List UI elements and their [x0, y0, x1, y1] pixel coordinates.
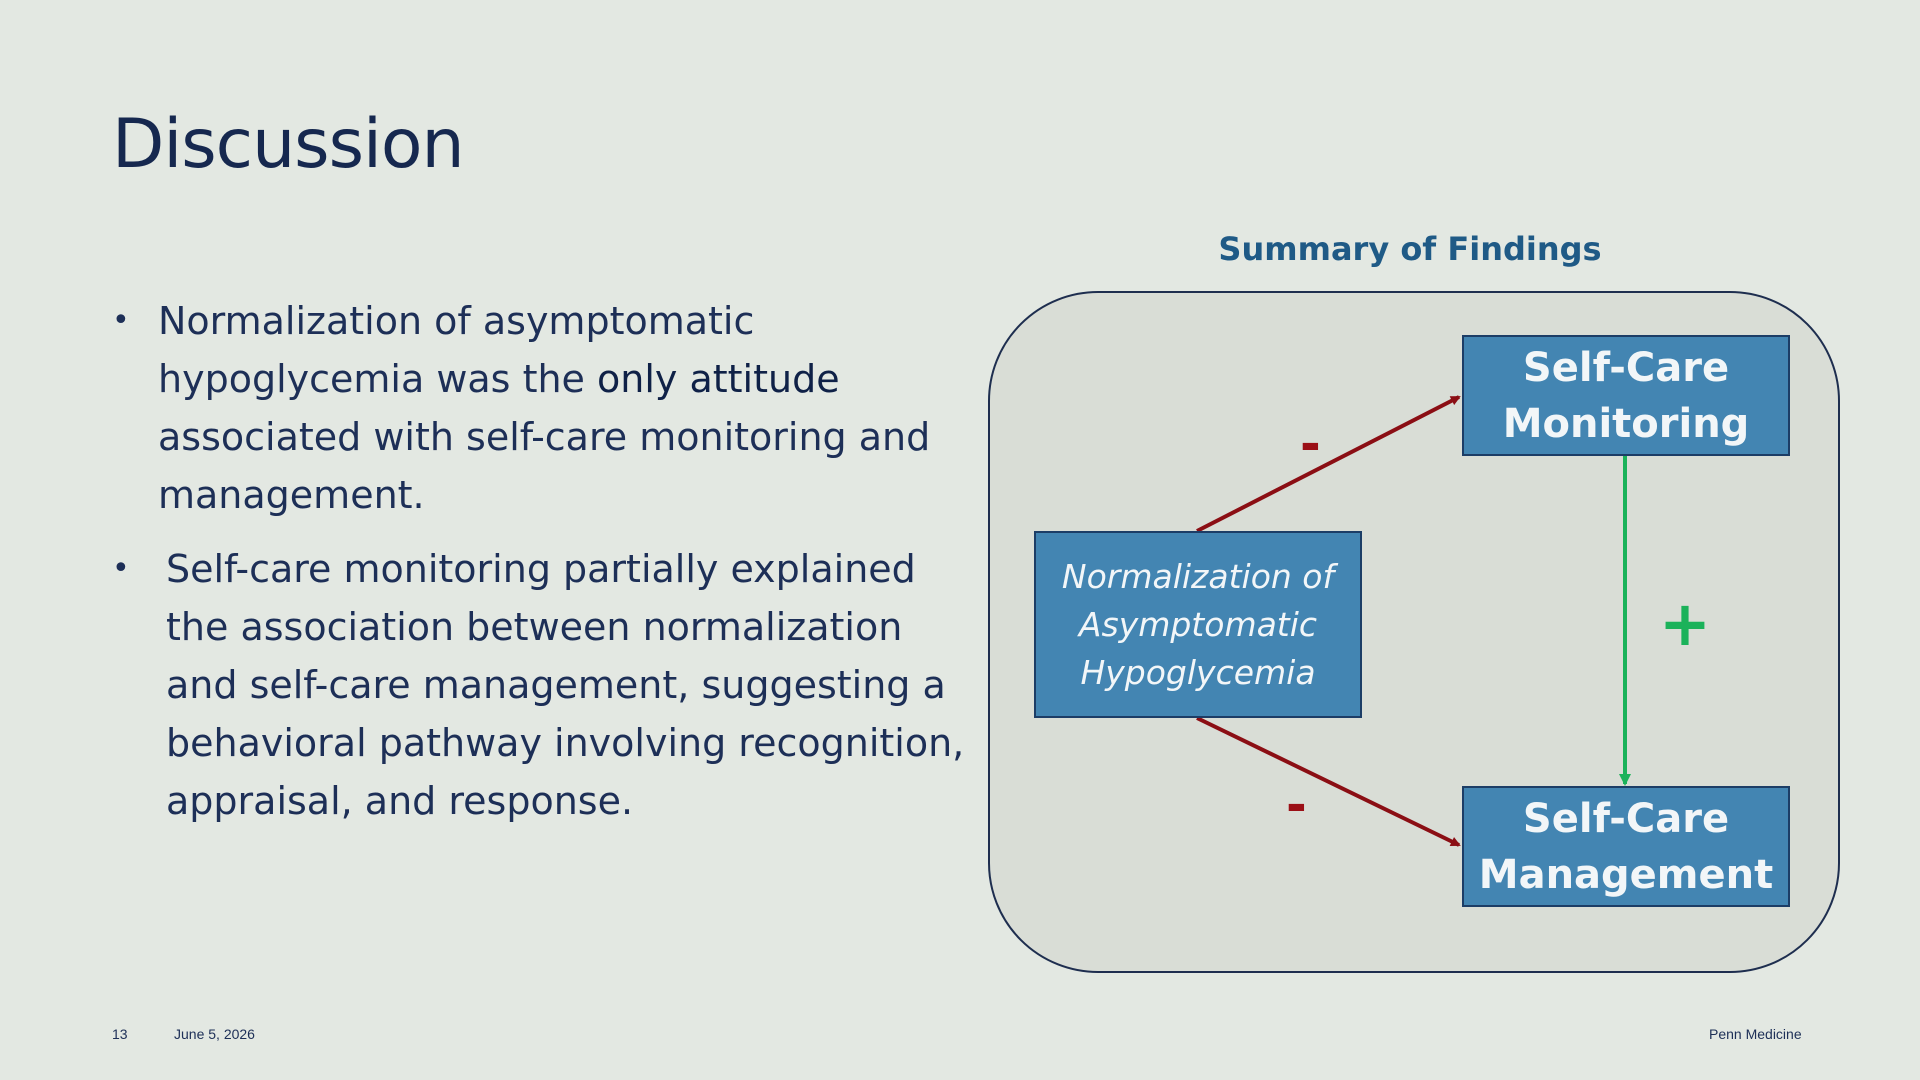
arrow-normalization-to-monitoring — [1196, 395, 1461, 533]
node-normalization-line: Normalization of — [1061, 556, 1335, 596]
bullet-item: • Normalization of asymptomatic hypoglyc… — [112, 292, 972, 524]
node-normalization: Normalization of Asymptomatic Hypoglycem… — [1034, 531, 1362, 718]
node-self-care-management: Self-Care Management — [1462, 786, 1790, 907]
bullet-list: • Normalization of asymptomatic hypoglyc… — [112, 292, 972, 846]
node-monitoring-line: Monitoring — [1502, 400, 1750, 447]
diagram-title: Summary of Findings — [1218, 230, 1602, 268]
slide-title: Discussion — [112, 105, 465, 184]
bullet-emphasis: only attitude — [597, 357, 840, 401]
node-normalization-line: Asymptomatic — [1078, 604, 1318, 644]
node-monitoring-line: Self-Care — [1522, 344, 1730, 391]
sign-to-monitoring: - — [1300, 415, 1321, 473]
bullet-text-after: associated with self-care monitoring and… — [158, 415, 931, 517]
node-management-line: Self-Care — [1522, 795, 1730, 842]
footer-date: June 5, 2026 — [174, 1026, 255, 1042]
bullet-text: Normalization of asymptomatic hypoglycem… — [158, 292, 972, 524]
bullet-text: Self-care monitoring partially explained… — [166, 547, 965, 823]
bullet-marker: • — [112, 303, 130, 338]
footer-organization: Penn Medicine — [1709, 1026, 1802, 1042]
sign-to-management: - — [1286, 776, 1307, 834]
node-self-care-monitoring: Self-Care Monitoring — [1462, 335, 1790, 456]
bullet-marker: • — [112, 551, 130, 586]
arrow-normalization-to-management — [1196, 716, 1461, 847]
bullet-item: • Self-care monitoring partially explain… — [112, 540, 972, 830]
page-number: 13 — [112, 1026, 128, 1042]
sign-monitoring-to-management: + — [1659, 587, 1711, 660]
node-normalization-line: Hypoglycemia — [1080, 652, 1316, 692]
node-management-line: Management — [1478, 851, 1774, 898]
bullet-text-before: Normalization of asymptomatic hypoglycem… — [158, 299, 755, 401]
